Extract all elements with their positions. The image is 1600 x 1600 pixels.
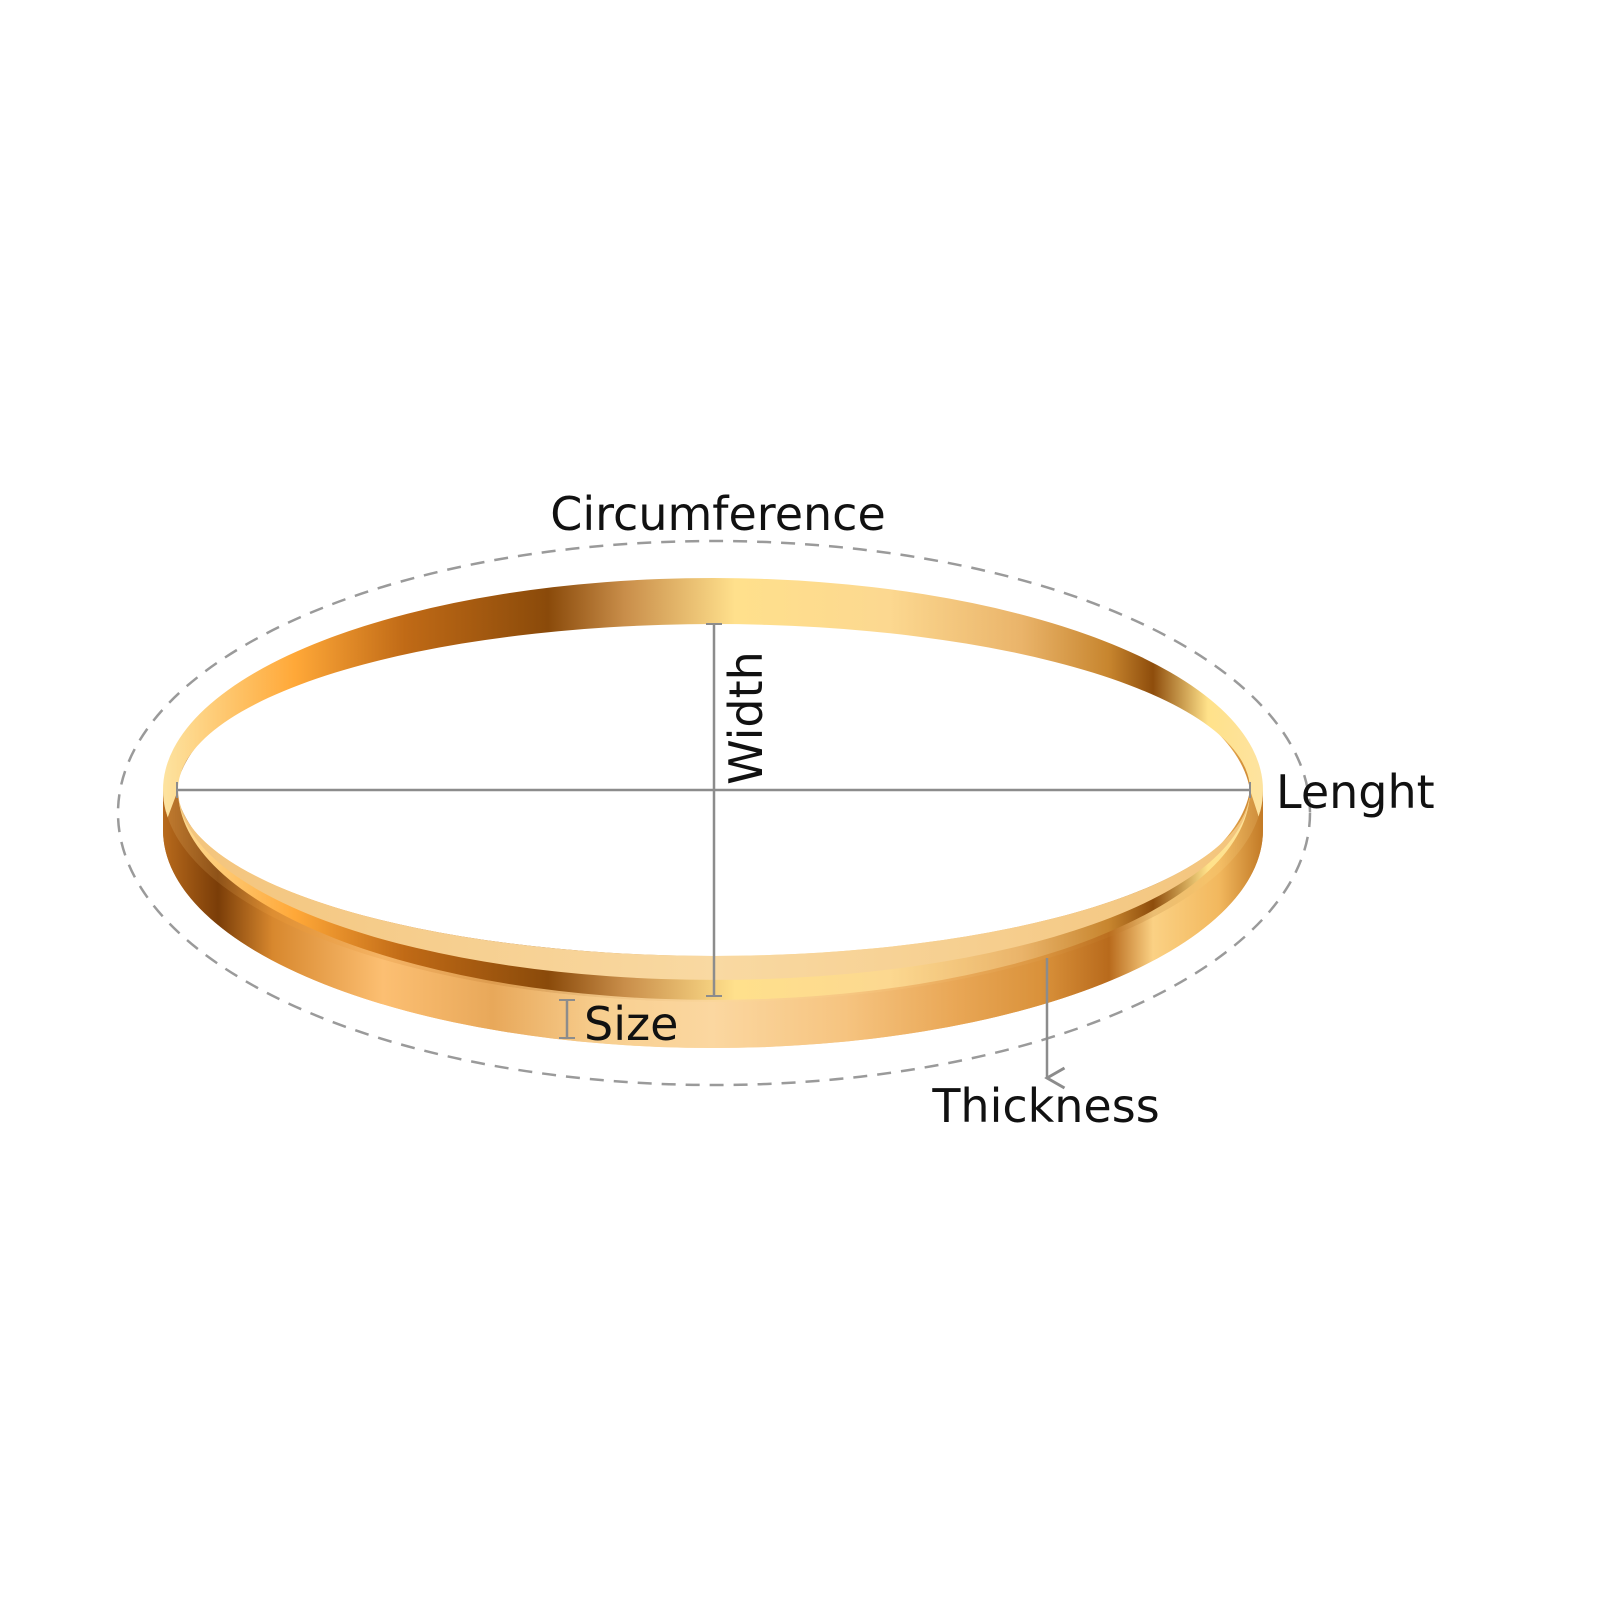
thickness-label: Thickness bbox=[931, 1079, 1159, 1133]
circumference-dashed-outline bbox=[116, 539, 1312, 1087]
size-label: Size bbox=[584, 997, 678, 1051]
length-label: Lenght bbox=[1276, 765, 1435, 819]
circumference-label: Circumference bbox=[550, 487, 886, 541]
bangle-inner-face-lower bbox=[163, 790, 1263, 1048]
width-label: Width bbox=[719, 651, 773, 785]
